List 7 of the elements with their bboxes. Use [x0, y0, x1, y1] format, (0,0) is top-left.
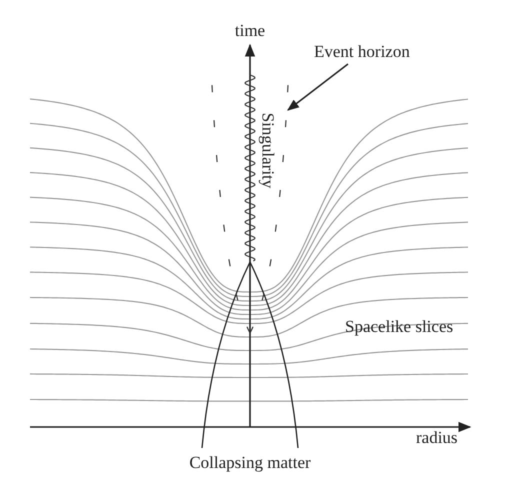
leader-arrow [287, 63, 348, 111]
axis-label: radius [416, 428, 458, 446]
axis-label: time [234, 22, 266, 38]
matter-label: Collapsing matter [189, 454, 311, 470]
callout-label: Event horizon [314, 43, 410, 60]
singularity-label: Singularity [260, 112, 276, 188]
slices-label: Spacelike slices [345, 318, 454, 334]
